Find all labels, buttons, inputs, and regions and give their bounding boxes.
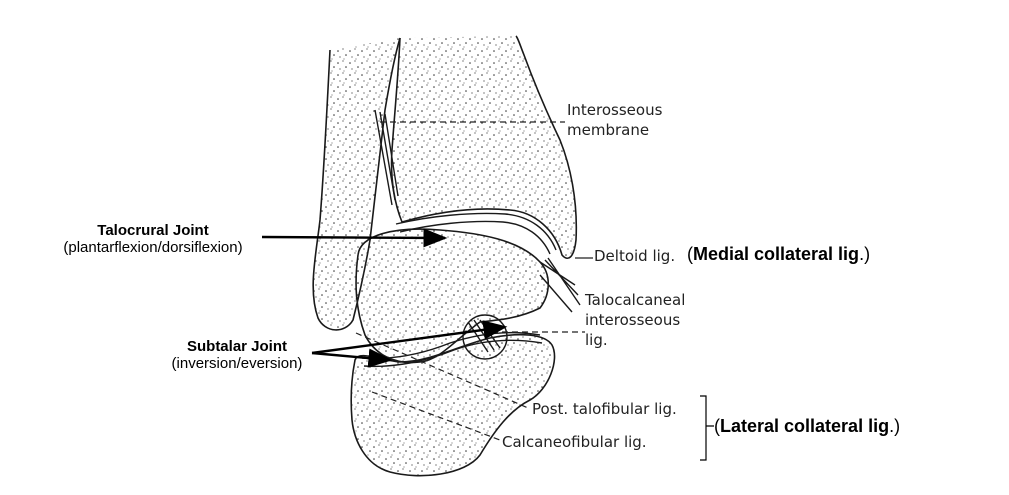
- medial-open-paren: (: [687, 244, 693, 264]
- lateral-close-paren: .): [889, 416, 901, 436]
- post-talofibular-label: Post. talofibular lig.: [532, 400, 677, 418]
- talocrural-joint-line-inner: [399, 220, 551, 255]
- talocrural-joint-line: [395, 212, 557, 251]
- medial-collateral-annotation: (Medial collateral lig.): [687, 244, 870, 265]
- medial-collateral-text: Medial collateral lig: [693, 244, 859, 264]
- talocrural-subtitle: (plantarflexion/dorsiflexion): [63, 239, 243, 256]
- lateral-collateral-text: Lateral collateral lig: [720, 416, 889, 436]
- subtalar-arrow-2: [311, 348, 393, 368]
- talocalcaneal-label-line2: interosseous: [585, 311, 681, 329]
- subtalar-title: Subtalar Joint: [186, 338, 287, 355]
- calcaneus-bone: [350, 333, 556, 477]
- subtalar-subtitle: (inversion/eversion): [171, 355, 303, 372]
- lateral-bracket: [700, 395, 714, 461]
- deltoid-ligament-fibers: [539, 257, 581, 313]
- subtalar-annotation: Subtalar Joint (inversion/eversion): [158, 338, 316, 372]
- interosseous-membrane-label-line1: Interosseous: [567, 101, 663, 119]
- talocrural-title: Talocrural Joint: [97, 222, 209, 239]
- medial-close-paren: .): [859, 244, 871, 264]
- lateral-collateral-annotation: (Lateral collateral lig.): [714, 416, 900, 437]
- deltoid-label: Deltoid lig.: [594, 247, 676, 265]
- lateral-collateral-label: Lateral collateral lig: [720, 416, 890, 436]
- subtalar-arrow-1: [311, 320, 508, 355]
- talocrural-annotation: Talocrural Joint (plantarflexion/dorsifl…: [46, 222, 260, 256]
- talocalcaneal-label-line3: lig.: [585, 331, 608, 349]
- interosseous-membrane-label-line2: membrane: [567, 121, 650, 139]
- interosseous-membrane-fibers: [374, 109, 399, 206]
- talocalcaneal-label-line1: Talocalcaneal: [585, 291, 686, 309]
- fibula-bone: [312, 37, 401, 331]
- post-talofibular-leader: [355, 332, 529, 409]
- bones: [312, 35, 578, 477]
- interosseous-membrane-label: Interosseous membrane: [567, 100, 662, 140]
- talocrural-arrow: [261, 228, 448, 248]
- leader-lines: [355, 121, 593, 441]
- calcaneofibular-leader: [371, 391, 501, 441]
- medial-collateral-label: Medial collateral lig: [693, 244, 860, 264]
- arrows: [261, 228, 508, 368]
- calcaneofibular-label: Calcaneofibular lig.: [502, 433, 647, 451]
- tibia-bone: [390, 35, 578, 259]
- lateral-open-paren: (: [714, 416, 720, 436]
- talocalcaneal-label: Talocalcaneal interosseous lig.: [585, 290, 685, 350]
